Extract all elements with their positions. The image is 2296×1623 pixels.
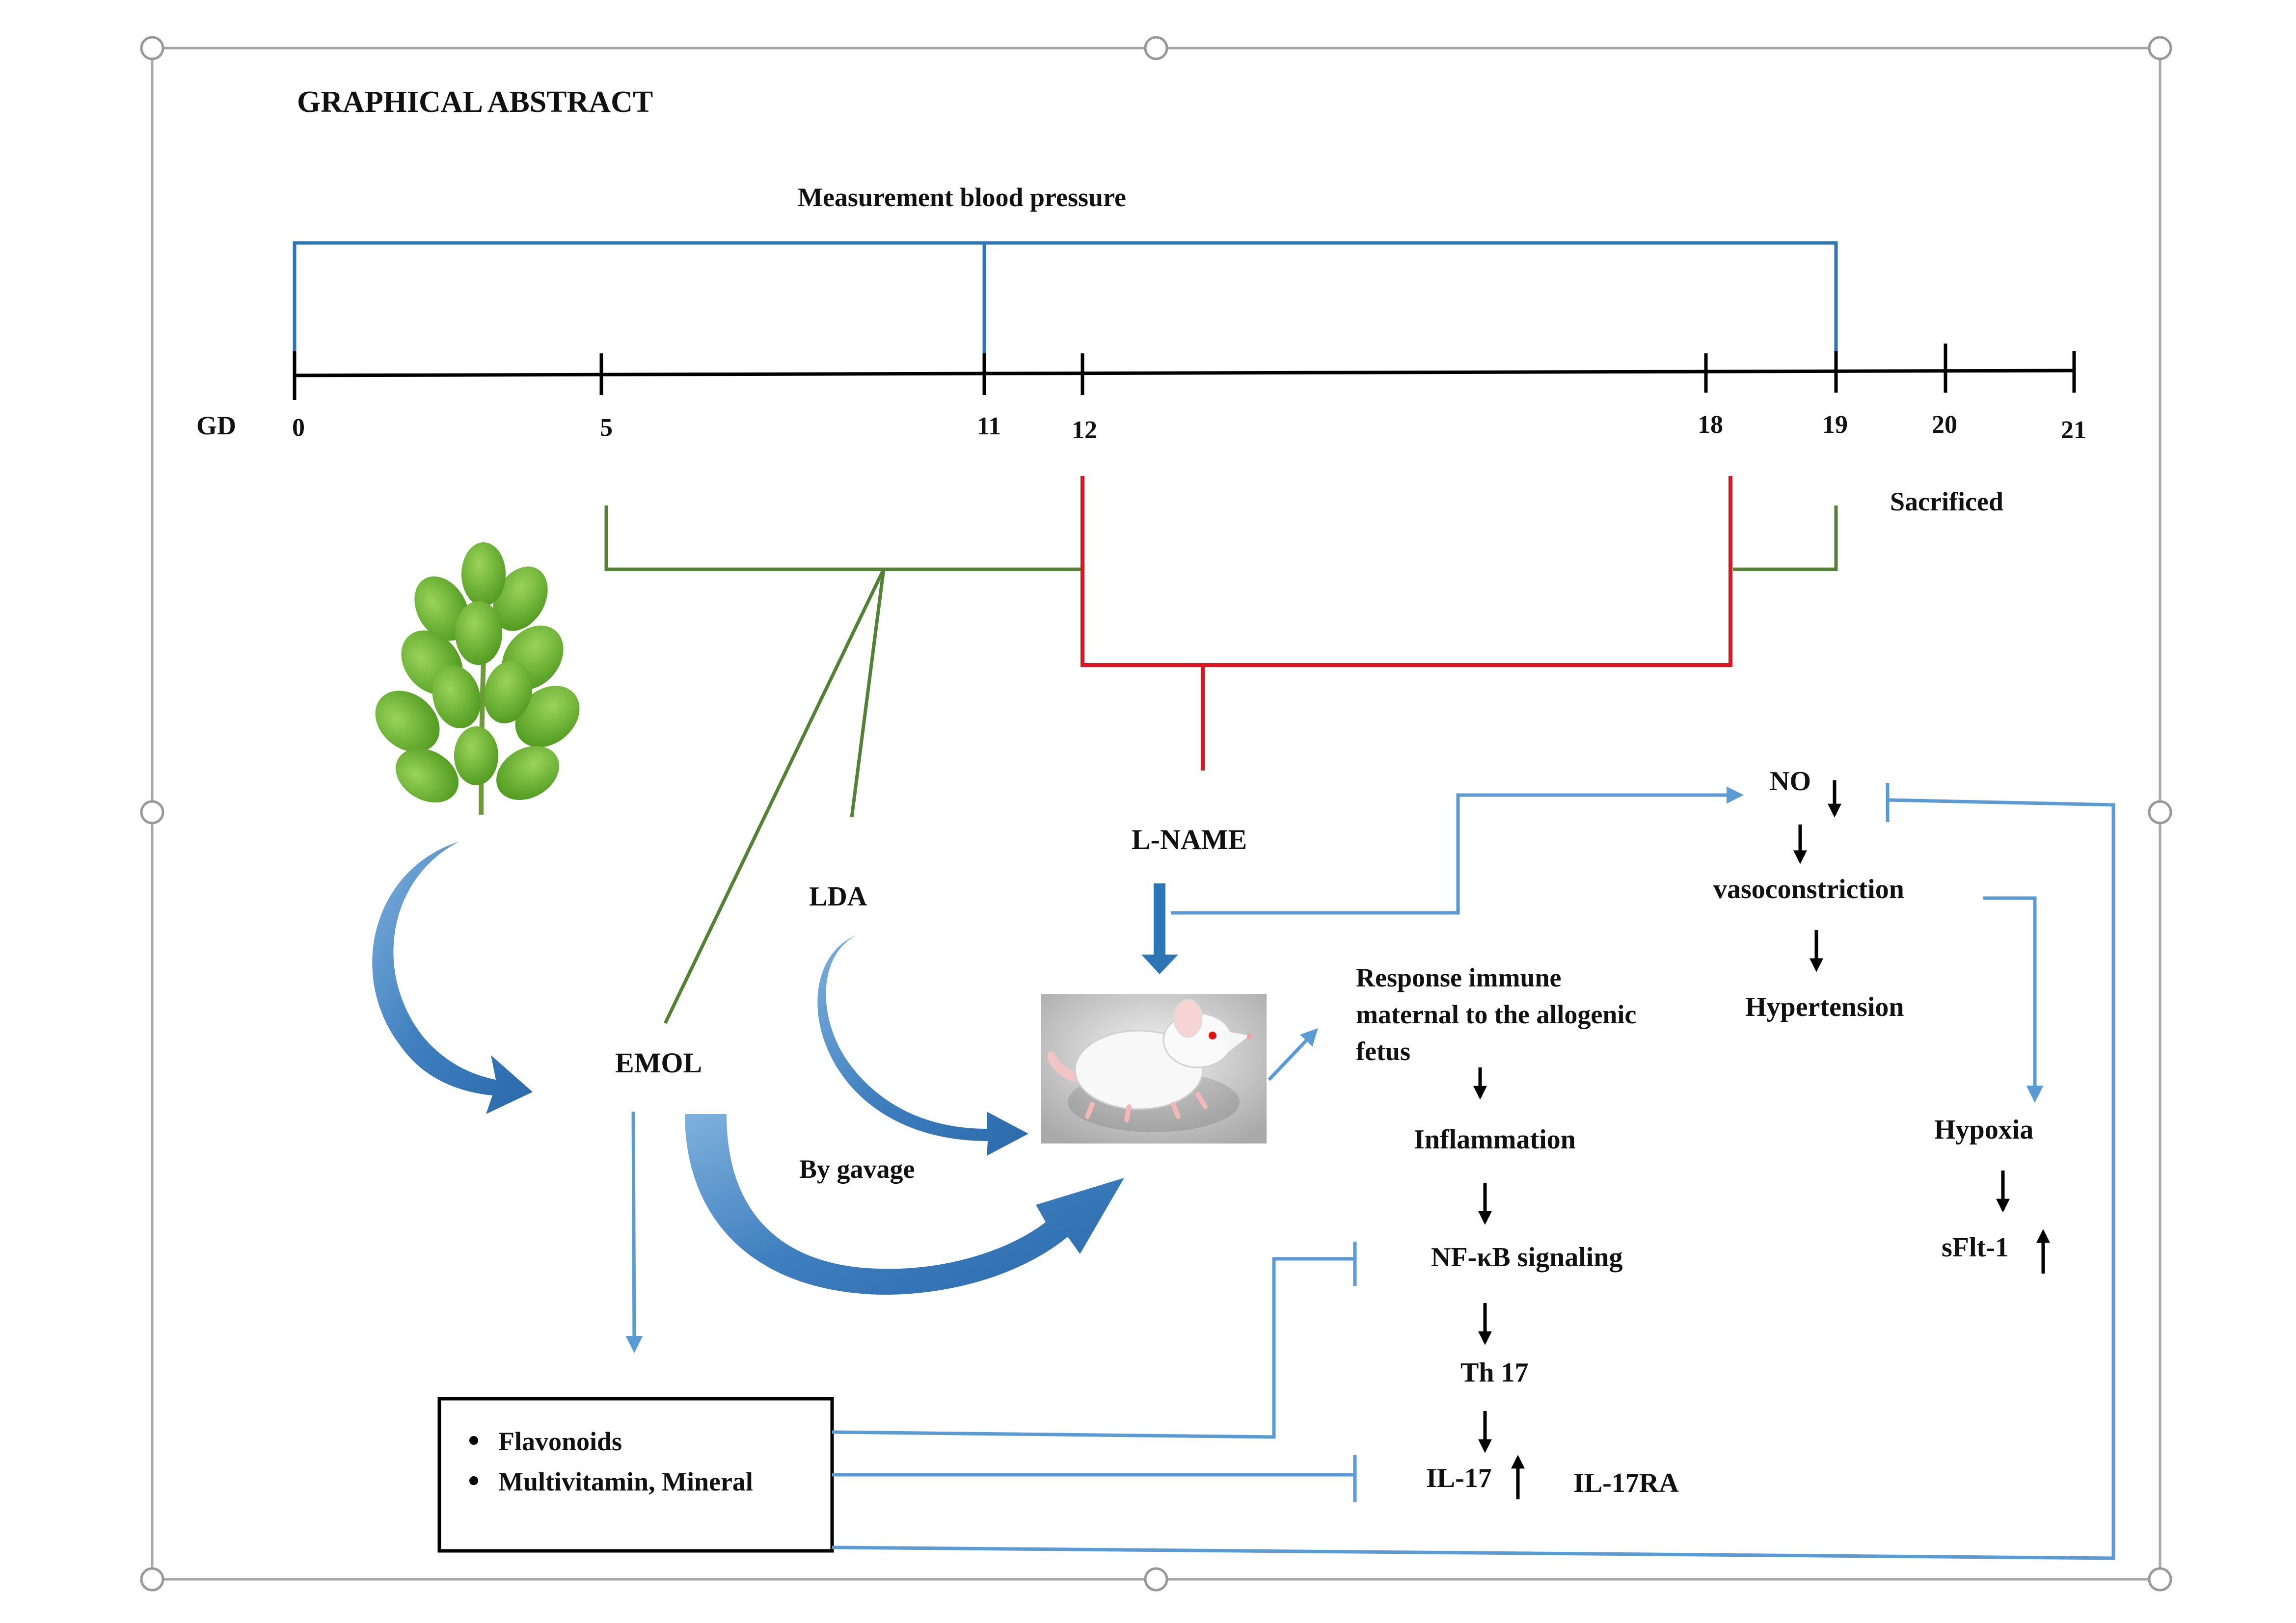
hypoxia-label: Hypoxia xyxy=(1934,1115,2033,1145)
compound-bullet-2 xyxy=(469,1476,478,1485)
nfkb-label: NF-κB signaling xyxy=(1431,1242,1623,1273)
green-line-to-emol xyxy=(663,568,886,1024)
resize-handle-tc[interactable] xyxy=(1144,36,1168,60)
resize-handle-ml[interactable] xyxy=(140,800,164,825)
tick-label-19: 19 xyxy=(1822,411,1848,439)
tick-label-0: 0 xyxy=(292,414,305,442)
compound-flavonoids: Flavonoids xyxy=(498,1427,622,1456)
compounds-inhibit-no xyxy=(832,783,2115,1560)
abstract-title: GRAPHICAL ABSTRACT xyxy=(297,85,653,119)
emol-to-compounds-arrow xyxy=(625,1111,643,1353)
resize-handle-tl[interactable] xyxy=(140,36,164,60)
response-line-2: maternal to the allogenic xyxy=(1356,1000,1636,1029)
measurement-label: Measurement blood pressure xyxy=(798,183,1126,212)
gd-axis-label: GD xyxy=(196,411,236,440)
lname-to-no-arrow xyxy=(1171,786,1744,915)
tick-label-21: 21 xyxy=(2061,416,2086,444)
tick-label-5: 5 xyxy=(600,414,613,442)
green-line-to-lda xyxy=(850,569,886,818)
timeline-axis xyxy=(293,369,2075,377)
vasoconstriction-label: vasoconstriction xyxy=(1713,874,1904,905)
lda-to-rat-curved-arrow xyxy=(817,935,1028,1156)
by-gavage-label: By gavage xyxy=(799,1154,915,1184)
white-rat-image xyxy=(1041,994,1267,1144)
lda-label: LDA xyxy=(809,881,867,912)
lname-bracket-red xyxy=(1080,476,1732,771)
th17-label: Th 17 xyxy=(1460,1357,1529,1388)
gestation-timeline xyxy=(293,344,2076,400)
response-line-3: fetus xyxy=(1356,1037,1410,1066)
resize-handle-br[interactable] xyxy=(2148,1567,2172,1592)
compound-bullet-1 xyxy=(469,1436,478,1445)
emol-to-rat-gavage-arrow xyxy=(685,1114,1124,1295)
lname-label: L-NAME xyxy=(1132,824,1247,855)
hypertension-label: Hypertension xyxy=(1745,992,1904,1022)
il17-label: IL-17 xyxy=(1426,1463,1492,1493)
tick-label-18: 18 xyxy=(1698,411,1723,439)
emol-label: EMOL xyxy=(615,1047,702,1079)
tick-label-20: 20 xyxy=(1932,411,1957,439)
blood-pressure-bracket xyxy=(293,241,1838,373)
compounds-inhibit-nfkb xyxy=(832,1242,1357,1439)
sacrificed-label: Sacrificed xyxy=(1890,487,2003,516)
compound-multivitamin: Multivitamin, Mineral xyxy=(498,1467,753,1496)
compounds-inhibit-il17 xyxy=(832,1455,1357,1502)
leaf-to-emol-curved-arrow xyxy=(372,842,533,1114)
resize-handle-mr[interactable] xyxy=(2148,800,2172,825)
no-label: NO xyxy=(1770,766,1811,797)
treatment-bracket-green xyxy=(604,506,1838,571)
resize-handle-bc[interactable] xyxy=(1144,1567,1168,1592)
il17ra-label: IL-17RA xyxy=(1573,1468,1679,1498)
selection-frame xyxy=(140,36,2172,1592)
lname-to-rat-arrow xyxy=(1141,883,1178,974)
rat-to-immune-arrow xyxy=(1268,1028,1318,1081)
moringa-leaf-icon xyxy=(375,542,580,815)
tick-label-11: 11 xyxy=(977,412,1001,440)
resize-handle-bl[interactable] xyxy=(140,1567,164,1592)
vaso-to-hypoxia-arrow xyxy=(1983,896,2044,1103)
inflammation-label: Inflammation xyxy=(1414,1124,1576,1155)
resize-handle-tr[interactable] xyxy=(2148,36,2172,60)
sflt-label: sFlt-1 xyxy=(1942,1232,2009,1263)
response-line-1: Response immune xyxy=(1356,963,1562,992)
tick-label-12: 12 xyxy=(1072,416,1097,444)
